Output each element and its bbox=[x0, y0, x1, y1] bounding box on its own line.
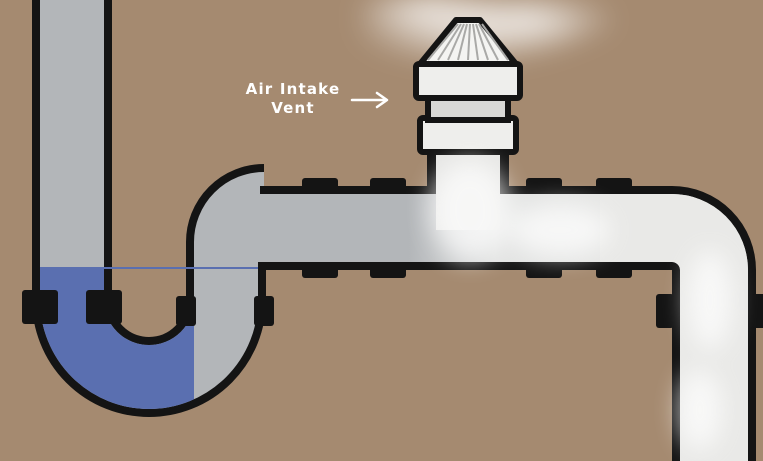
air-intake-vent bbox=[413, 17, 523, 155]
sewer-gas-vapor bbox=[430, 160, 732, 450]
pipe-couplings bbox=[22, 178, 763, 328]
water-seal bbox=[40, 268, 194, 409]
vent-label-line1: Air Intake bbox=[245, 80, 341, 98]
vent-label-line2: Vent bbox=[271, 99, 315, 117]
vent-label: Air Intake Vent bbox=[228, 80, 358, 118]
arrow-right-icon bbox=[350, 91, 389, 109]
